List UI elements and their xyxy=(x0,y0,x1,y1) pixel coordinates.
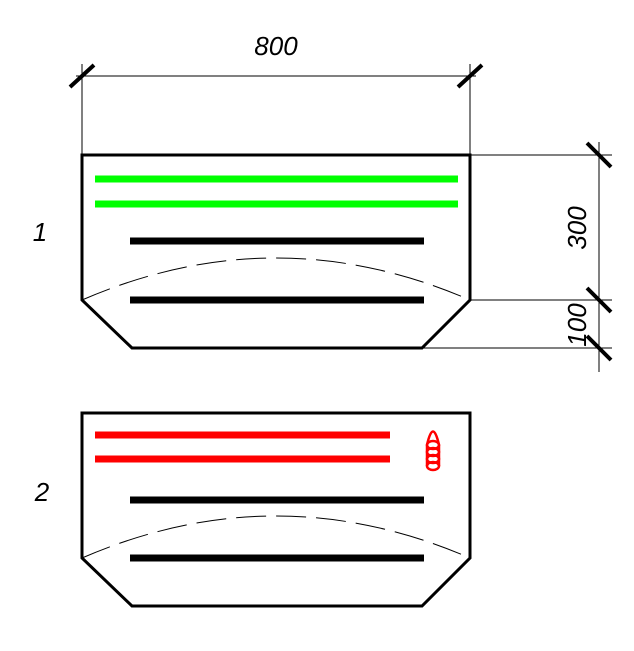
width-dimension xyxy=(68,63,484,155)
height-label: 300 xyxy=(562,206,592,250)
section-2-label: 2 xyxy=(34,477,50,507)
section-1-outline xyxy=(80,153,472,350)
section-2 xyxy=(80,411,472,608)
section-1 xyxy=(80,153,472,350)
section-1-arc xyxy=(81,257,471,301)
height-dimension xyxy=(422,141,613,372)
section-2-outline xyxy=(80,411,472,608)
coil-icon xyxy=(425,430,441,472)
width-label: 800 xyxy=(254,31,298,61)
chamfer-label: 100 xyxy=(562,303,592,347)
section-2-arc xyxy=(81,515,471,559)
section-1-label: 1 xyxy=(33,217,47,247)
